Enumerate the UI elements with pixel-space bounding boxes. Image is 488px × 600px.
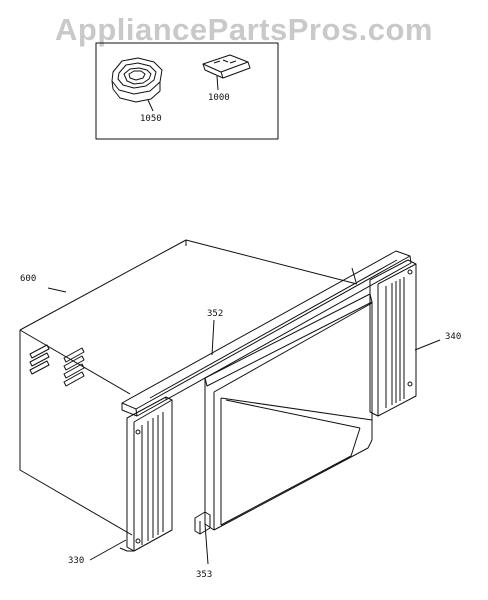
- callout-340: 340: [445, 332, 462, 342]
- callout-353: 353: [196, 570, 213, 580]
- clip-1000: [203, 55, 250, 90]
- callout-330: 330: [68, 556, 85, 566]
- cabinet-sleeve-600: [20, 240, 357, 535]
- spacer-353: [195, 512, 210, 564]
- callout-1000: 1000: [208, 93, 230, 103]
- side-panel-340: [370, 260, 440, 416]
- inset-box: [96, 43, 278, 139]
- callout-600: 600: [20, 274, 37, 284]
- inner-frame: [205, 294, 372, 530]
- top-rail-352: [122, 251, 411, 416]
- watermark: AppliancePartsPros.com: [55, 12, 433, 47]
- side-panel-330: [90, 397, 172, 560]
- callout-352: 352: [207, 309, 224, 319]
- gasket-roll-1050: [112, 58, 162, 111]
- callout-1050: 1050: [140, 114, 162, 124]
